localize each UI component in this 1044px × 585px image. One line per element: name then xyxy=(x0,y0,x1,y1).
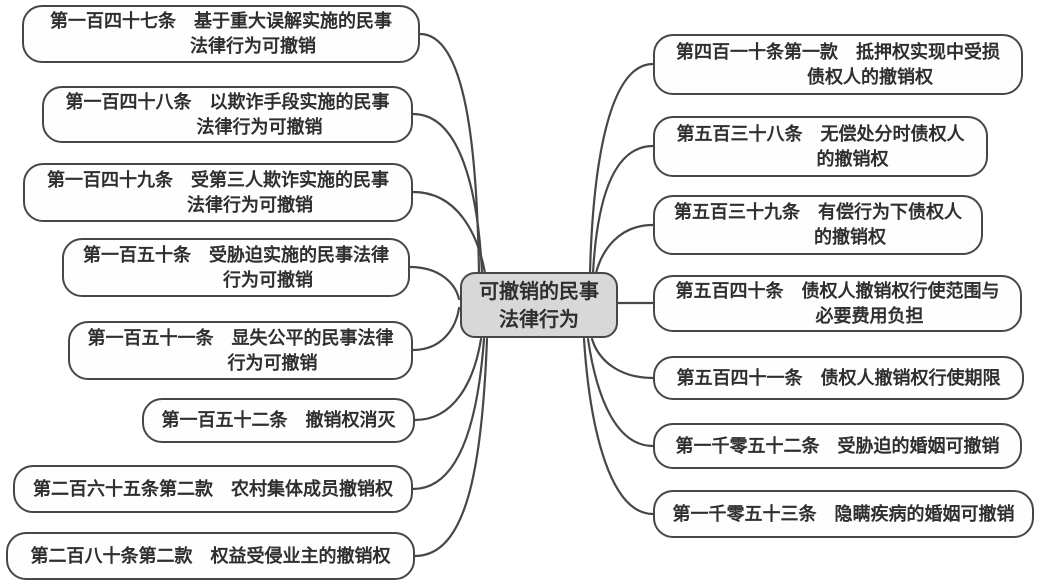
node-label-line: 第五百四十条 债权人撤销权行使范围与 xyxy=(675,280,1000,302)
node-label-line: 第一百四十九条 受第三人欺诈实施的民事 xyxy=(47,169,389,191)
right-node-article-540: 第五百四十条 债权人撤销权行使范围与 必要费用负担 xyxy=(653,275,1022,332)
node-label-line: 的撤销权 xyxy=(814,227,886,248)
node-label-line: 第一百五十条 受胁迫实施的民事法律 xyxy=(83,244,389,266)
node-label-line: 行为可撤销 xyxy=(227,352,318,374)
connector-left-148 xyxy=(411,112,484,275)
connector-right-539 xyxy=(594,223,655,275)
left-node-article-148: 第一百四十八条 以欺诈手段实施的民事 法律行为可撤销 xyxy=(42,86,413,143)
node-label-line: 债权人的撤销权 xyxy=(807,66,933,88)
node-label-line: 第二百六十五条第二款 农村集体成员撤销权 xyxy=(33,478,393,500)
right-node-article-538: 第五百三十八条 无偿处分时债权人 的撤销权 xyxy=(653,116,988,177)
node-label-line: 第四百一十条第一款 抵押权实现中受损 xyxy=(676,41,1000,63)
node-label-line: 第五百三十八条 无偿处分时债权人 xyxy=(676,123,965,145)
connector-right-410-1 xyxy=(588,62,655,275)
connector-left-151 xyxy=(411,306,461,352)
node-label-line: 第五百四十一条 债权人撤销权行使期限 xyxy=(676,367,1001,389)
node-label-line: 法律行为可撤销 xyxy=(190,36,316,57)
node-label-line: 行为可撤销 xyxy=(223,269,313,291)
connector-left-150 xyxy=(408,265,461,301)
connector-right-541 xyxy=(590,337,655,380)
left-node-article-151: 第一百五十一条 显失公平的民事法律 行为可撤销 xyxy=(68,321,413,380)
connector-right-538 xyxy=(591,144,655,275)
right-node-article-1053: 第一千零五十三条 隐瞒疾病的婚姻可撤销 xyxy=(653,490,1034,538)
node-label-line: 第五百三十九条 有偿行为下债权人 xyxy=(674,202,962,223)
node-label-line: 第一百四十七条 基于重大误解实施的民事 xyxy=(50,11,392,32)
left-node-article-147: 第一百四十七条 基于重大误解实施的民事 法律行为可撤销 xyxy=(22,5,420,63)
node-label-line: 第一千零五十三条 隐瞒疾病的婚姻可撤销 xyxy=(672,503,1015,525)
connector-left-147 xyxy=(418,32,481,275)
connector-right-1052 xyxy=(586,337,655,448)
right-node-article-410-1: 第四百一十条第一款 抵押权实现中受损 债权人的撤销权 xyxy=(653,34,1023,95)
connector-left-265-2 xyxy=(411,337,486,491)
node-label-line: 法律行为可撤销 xyxy=(187,194,313,216)
node-label-line: 第一千零五十二条 受胁迫的婚姻可撤销 xyxy=(675,435,1000,457)
right-node-article-539: 第五百三十九条 有偿行为下债权人 的撤销权 xyxy=(653,195,983,255)
node-label-line: 法律行为可撤销 xyxy=(196,116,323,138)
left-node-article-280-2: 第二百八十条第二款 权益受侵业主的撤销权 xyxy=(6,532,415,580)
center-topic-line: 可撤销的民事 xyxy=(479,279,599,303)
connector-right-1053 xyxy=(582,337,655,516)
right-node-article-541: 第五百四十一条 债权人撤销权行使期限 xyxy=(653,356,1024,400)
node-label-line: 的撤销权 xyxy=(816,148,889,170)
right-node-article-1052: 第一千零五十二条 受胁迫的婚姻可撤销 xyxy=(653,423,1022,469)
node-label-line: 第二百八十条第二款 权益受侵业主的撤销权 xyxy=(30,545,391,567)
center-topic-node: 可撤销的民事 法律行为 xyxy=(460,272,618,338)
connector-left-149 xyxy=(411,190,487,275)
node-label-line: 第一百五十二条 撤销权消灭 xyxy=(161,410,396,431)
left-node-article-149: 第一百四十九条 受第三人欺诈实施的民事 法律行为可撤销 xyxy=(23,163,413,222)
left-node-article-152: 第一百五十二条 撤销权消灭 xyxy=(142,398,415,443)
node-label-line: 第一百五十一条 显失公平的民事法律 xyxy=(87,327,394,349)
node-label-line: 必要费用负担 xyxy=(815,305,924,327)
node-label-line: 第一百四十八条 以欺诈手段实施的民事 xyxy=(65,91,390,113)
left-node-article-265-2: 第二百六十五条第二款 农村集体成员撤销权 xyxy=(13,465,413,513)
connector-left-152 xyxy=(413,337,483,422)
left-node-article-150: 第一百五十条 受胁迫实施的民事法律 行为可撤销 xyxy=(62,238,410,297)
connector-left-280-2 xyxy=(413,337,489,558)
center-topic-line: 法律行为 xyxy=(499,307,579,331)
